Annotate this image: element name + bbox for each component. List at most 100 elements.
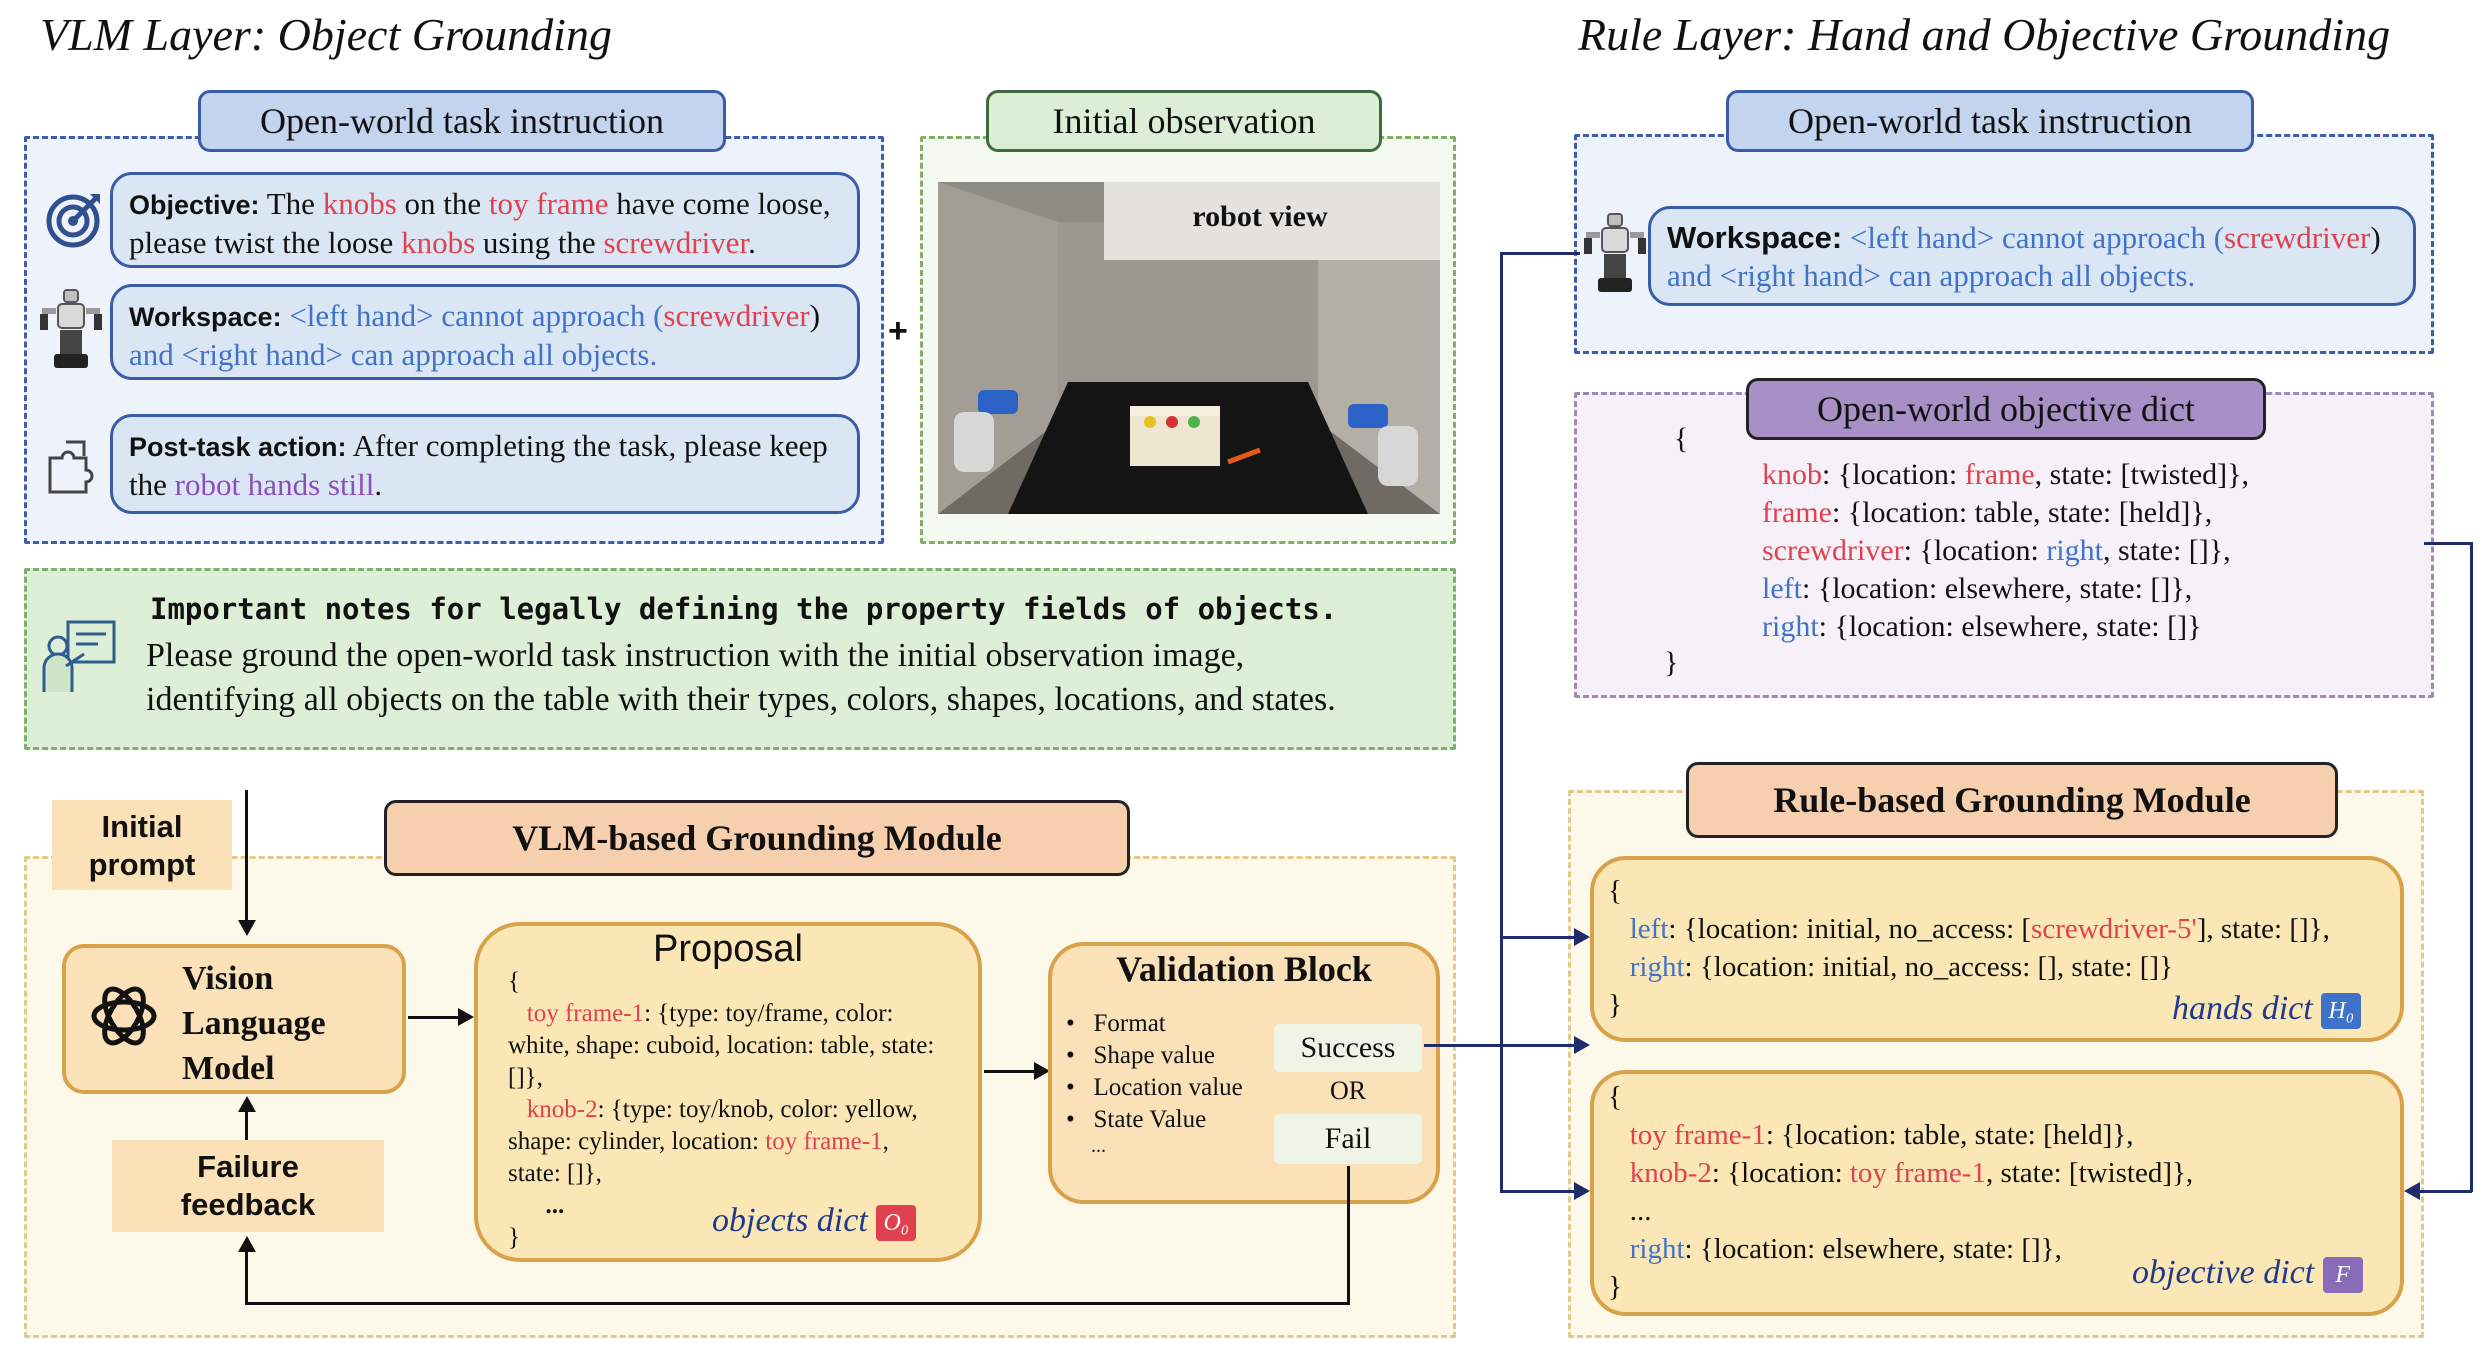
left-instruction-tab: Open-world task instruction — [198, 90, 726, 152]
validation-item: • Format — [1066, 1010, 1166, 1037]
proposal-to-validation-line — [984, 1070, 1036, 1073]
objective-knobs: knobs — [322, 186, 397, 221]
notes-panel — [24, 568, 1456, 750]
workspace-p1: <left hand> cannot approach ( — [289, 298, 664, 333]
workspace-right-screwdriver: screwdriver — [2224, 220, 2371, 255]
hands-open: { — [1608, 875, 1622, 907]
objective-dict-open: { — [1674, 422, 1689, 455]
right-instruction-tab: Open-world task instruction — [1726, 90, 2254, 152]
workspace-label-right: Workspace: — [1667, 220, 1843, 255]
odict-loc: right — [2046, 534, 2103, 567]
objective-dict-badge: F — [2322, 1257, 2363, 1294]
fail-loop-down — [1347, 1166, 1350, 1304]
objective-knobs-2: knobs — [401, 225, 476, 260]
proposal-text: { toy frame-1: {type: toy/frame, color: … — [508, 966, 968, 1254]
validation-item: • State Value — [1066, 1106, 1207, 1133]
workspace-p2: ) — [809, 298, 821, 333]
post-task-box: Post-task action: After completing the t… — [110, 414, 860, 514]
fail-box: Fail — [1274, 1114, 1422, 1164]
vlm-layer-title: VLM Layer: Object Grounding — [40, 9, 612, 60]
proposal-v1b: white, shape: cuboid, location: table, s… — [508, 1032, 935, 1059]
obj-v3: : {location: elsewhere, state: []}, — [1684, 1233, 2062, 1265]
or-label: OR — [1329, 1076, 1367, 1105]
objective-t2: on the — [404, 186, 482, 221]
obj-open: { — [1608, 1081, 1622, 1113]
robot-icon — [1584, 213, 1646, 292]
robot-view-image — [938, 182, 1440, 514]
vlm-box — [62, 944, 406, 1094]
objective-dict-result-box — [1590, 1070, 2404, 1316]
notes-body: Please ground the open-world task instru… — [146, 634, 1336, 722]
objective-dict-text-label: objective dict — [2132, 1254, 2315, 1291]
odict-a: : {location: — [1903, 534, 2047, 567]
hands-left-key: left — [1629, 913, 1669, 945]
notes-title: Important notes for legally defining the… — [150, 592, 1338, 626]
proposal-title: Proposal — [653, 928, 803, 970]
validation-list: • Format • Shape value • Location value … — [1066, 1008, 1243, 1156]
robot-view-label: robot view — [1192, 200, 1328, 233]
workspace-connector-bus — [1500, 252, 1503, 1192]
plus-symbol: + — [888, 312, 908, 350]
workspace-box-right: Workspace: <left hand> cannot approach (… — [1648, 206, 2416, 306]
vlm-l3: Model — [182, 1050, 275, 1087]
obj-close: } — [1608, 1271, 1622, 1303]
validation-item-location: Location value — [1093, 1074, 1243, 1101]
workspace-box-left: Workspace: <left hand> cannot approach (… — [110, 284, 860, 380]
workspace-screwdriver: screwdriver — [663, 298, 810, 333]
odict-loc: frame — [1964, 458, 2035, 491]
objective-dict-result-text: { toy frame-1: {location: table, state: … — [1608, 1078, 2193, 1306]
notes-line1: Please ground the open-world task instru… — [146, 637, 1245, 674]
post-task-robot-hands: robot hands still — [174, 467, 375, 502]
rule-layer-title: Rule Layer: Hand and Objective Grounding — [1578, 9, 2391, 60]
hands-dict-text: { left: {location: initial, no_access: [… — [1608, 872, 2330, 1024]
vlm-label: Vision Language Model — [182, 956, 326, 1091]
hands-left-val: : {location: initial, no_access: [ — [1668, 913, 2032, 945]
objective-t5: using the — [482, 225, 596, 260]
workspace-right-p2: ) — [2370, 220, 2381, 255]
bus-to-hands-line — [1500, 936, 1576, 939]
objective-dict-close: } — [1664, 646, 1679, 679]
odict-a: : {location: elsewhere, state: []}, — [1801, 572, 2193, 605]
bus-to-hands-head — [1574, 928, 1590, 946]
post-task-t1: After completing the task, please keep — [352, 428, 828, 463]
robot-icon — [40, 289, 102, 368]
objective-label: Objective: — [129, 190, 260, 220]
odict-key: right — [1762, 610, 1819, 643]
odict-a: : {location: elsewhere, state: []} — [1818, 610, 2202, 643]
vlm-to-proposal-head — [458, 1008, 474, 1026]
post-task-t3: . — [374, 467, 383, 502]
proposal-v2loc: toy frame-1 — [765, 1128, 883, 1155]
notes-line2: identifying all objects on the table wit… — [146, 681, 1336, 718]
validation-title: Validation Block — [1116, 949, 1372, 989]
validation-item-state: State Value — [1093, 1106, 1207, 1133]
obj-v2b: , state: [twisted]}, — [1985, 1157, 2194, 1189]
objective-toy-frame: toy frame — [488, 186, 609, 221]
teacher-icon — [42, 620, 116, 692]
hands-right-val: : {location: initial, no_access: [], sta… — [1684, 951, 2173, 983]
failure-arrow-head — [238, 1096, 256, 1112]
validation-item: • Location value — [1066, 1074, 1243, 1101]
openai-logo-icon — [91, 986, 157, 1046]
odict-b: , state: []}, — [2102, 534, 2231, 567]
objects-dict-label: objects dict O₀ — [712, 1202, 917, 1242]
odict-key: knob — [1762, 458, 1822, 491]
rule-module-tab: Rule-based Grounding Module — [1686, 762, 2338, 838]
proposal-v2: : {type: toy/knob, color: yellow, — [597, 1096, 918, 1123]
proposal-k2: knob-2 — [526, 1096, 598, 1123]
bus-to-objective-head — [1574, 1182, 1590, 1200]
proposal-v2c: , — [882, 1128, 889, 1155]
objective-t6: . — [748, 225, 756, 260]
post-task-t2: the — [129, 467, 167, 502]
objective-dict-row-screwdriver: screwdriver: {location: right, state: []… — [1762, 532, 2249, 570]
fail-loop-head — [238, 1236, 256, 1252]
odict-connector-head — [2404, 1182, 2420, 1200]
failure-feedback-box: Failure feedback — [112, 1140, 384, 1232]
fail-loop-up — [245, 1252, 248, 1304]
workspace-connector-top — [1500, 252, 1580, 255]
objective-dict-row-knob: knob: {location: frame, state: [twisted]… — [1762, 456, 2249, 494]
objective-t1: The — [266, 186, 315, 221]
obj-v2loc: toy frame-1 — [1849, 1157, 1986, 1189]
proposal-open: { — [508, 968, 520, 995]
hands-dict-label: hands dict H₀ — [2172, 990, 2362, 1030]
fail-loop-bottom — [245, 1302, 1350, 1305]
